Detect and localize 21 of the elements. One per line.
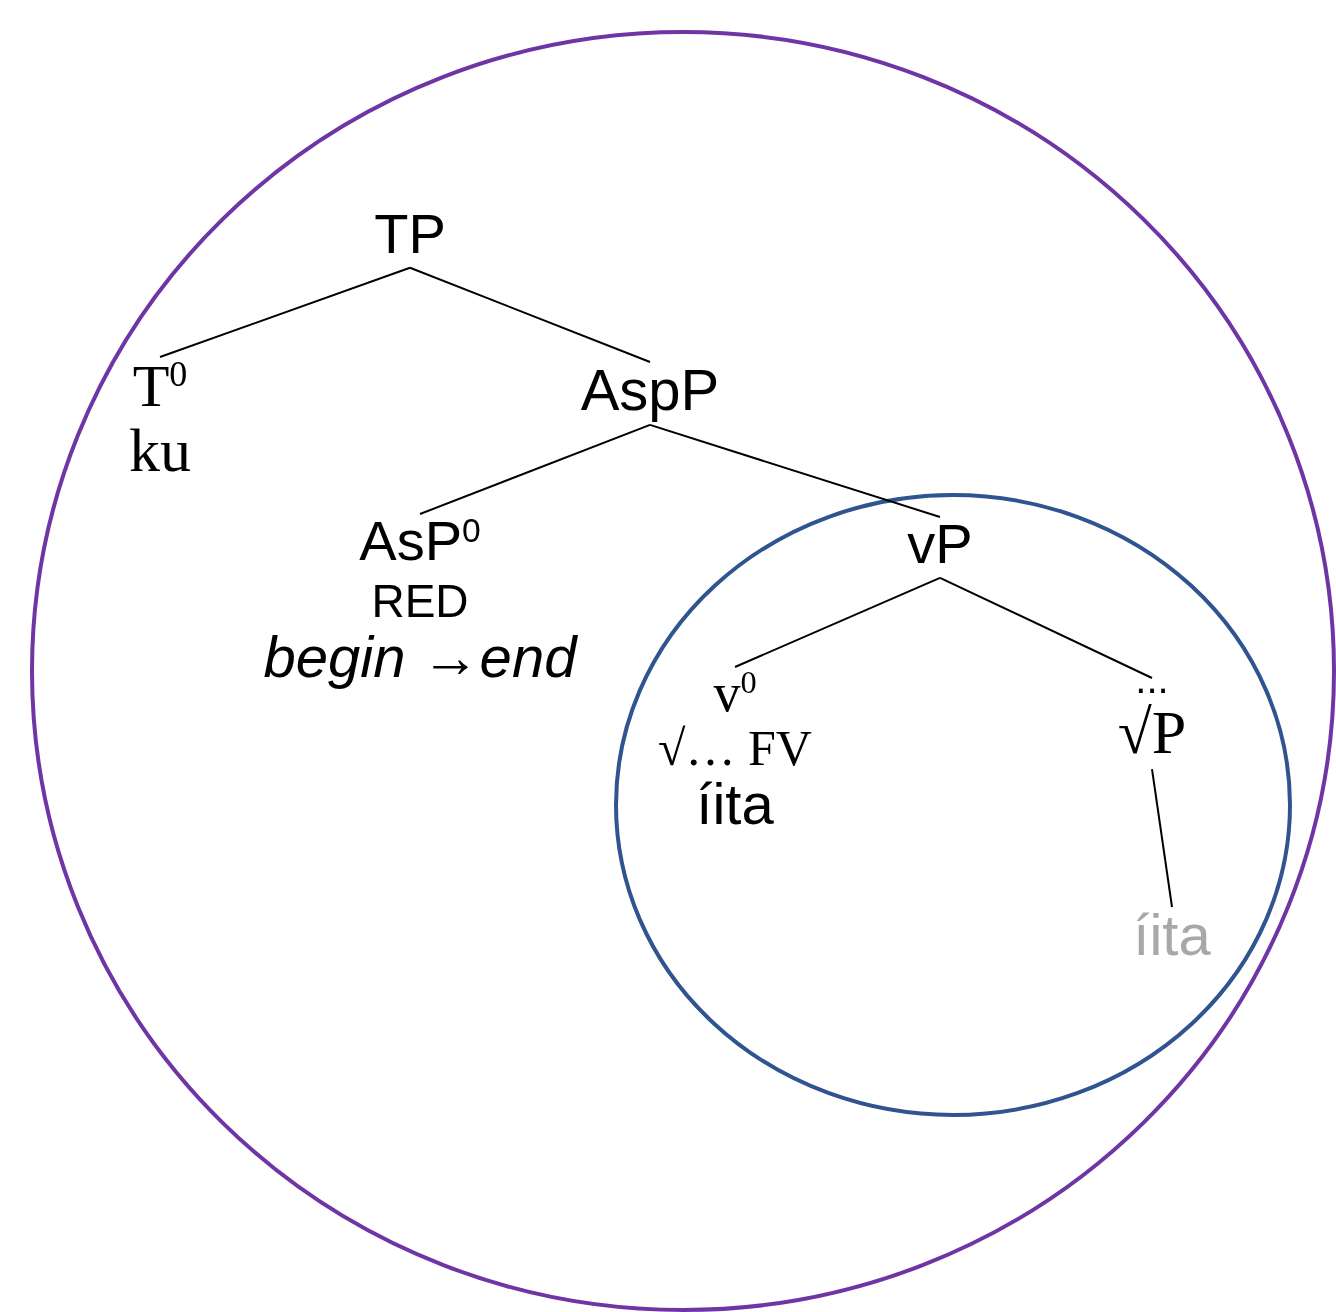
word-label: √P [1117, 700, 1187, 766]
category-label: íita [1133, 905, 1211, 966]
tree-branch [734, 576, 941, 668]
word-label: √… FV [658, 721, 812, 775]
category-label: ... [1135, 658, 1169, 700]
word-label: íita [696, 774, 774, 836]
feature-label: begin →end [263, 627, 577, 688]
tree-branch [649, 423, 941, 518]
tree-branch [1151, 768, 1173, 908]
word-label: ku [129, 418, 191, 484]
category-label: T$^{0}$ [132, 355, 188, 418]
category-label: AspP [580, 360, 720, 421]
tree-branch [939, 576, 1153, 679]
tree-branch [409, 266, 651, 363]
tree-branch [159, 266, 411, 358]
category-label: vP [907, 515, 973, 574]
tree-branch [419, 423, 651, 515]
category-label: v$^{0}$ [713, 665, 757, 722]
category-label: TP [374, 205, 446, 264]
category-label: AsP$^{0}$ [359, 512, 481, 571]
word-label: RED [371, 576, 469, 626]
